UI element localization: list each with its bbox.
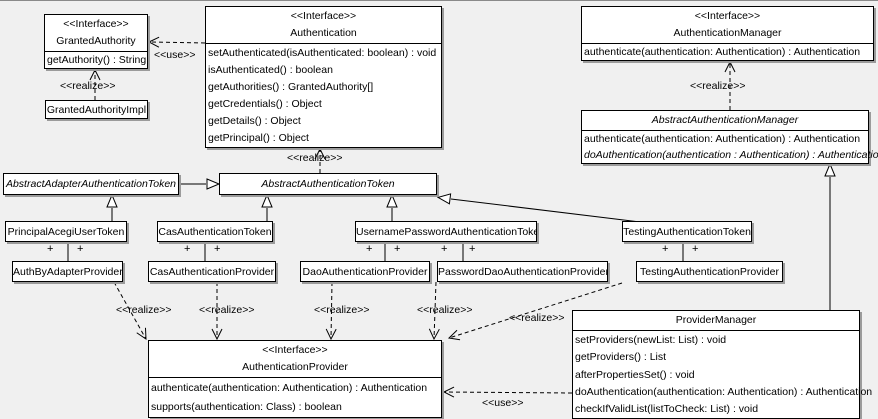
stereotype-label: <<Interface>> [694,10,761,22]
class-name: CasAuthenticationToken [158,225,272,238]
method: authenticate(authentication: Authenticat… [584,46,861,58]
class-name: AbstractAuthenticationManager [651,114,799,126]
class-name: CasAuthenticationProvider [149,265,275,278]
class-name: AuthenticationManager [673,27,782,39]
class-name: AuthenticationProvider [242,361,348,373]
method-list: getAuthority() : String [45,52,147,68]
class-name: TestingAuthenticationProvider [640,265,779,278]
class-name: ProviderManager [675,314,757,326]
plus-label: + [366,243,373,255]
method-list: authenticate(authentication: Authenticat… [582,131,878,163]
realize-label: <<realize>> [287,152,343,164]
class-authentication-provider[interactable]: <<Interface>> AuthenticationProvider aut… [148,340,442,418]
use-provider-manager-to-authentication-provider [444,392,573,393]
class-name: AbstractAuthenticationToken [261,178,395,190]
plus-label: + [184,243,191,255]
method: authenticate(authentication: Authenticat… [151,381,428,394]
class-name: GrantedAuthorityImpl [46,104,147,116]
class-abstract-adapter-authentication-token[interactable]: AbstractAdapterAuthenticationToken [3,173,179,195]
class-testing-authentication-token[interactable]: TestingAuthenticationToken [622,221,752,242]
realize-label: <<realize>> [314,304,370,316]
use-label: <<use>> [482,397,524,409]
method: afterPropertiesSet() : void [575,368,695,381]
method-list: authenticate(authentication: Authenticat… [582,44,873,60]
method: isAuthenticated() : boolean [208,63,333,76]
method-list: setProviders(newList: List) : void getPro… [573,331,873,418]
method: getPrincipal() : Object [208,132,309,145]
method-list: setAuthenticated(isAuthenticated: boolea… [206,44,441,147]
method: getDetails() : Object [208,115,301,128]
method: setAuthenticated(isAuthenticated: boolea… [208,46,437,59]
class-username-password-authentication-token[interactable]: UsernamePasswordAuthenticationToken [355,221,537,242]
plus-label: + [214,243,221,255]
class-name: UsernamePasswordAuthenticationToken [356,225,536,238]
class-auth-by-adapter-provider[interactable]: AuthByAdapterProvider [12,261,123,282]
realize-label: <<realize>> [116,304,172,316]
plus-label: + [662,243,669,255]
class-testing-authentication-provider[interactable]: TestingAuthenticationProvider [636,261,783,282]
class-granted-authority-impl[interactable]: GrantedAuthorityImpl [45,100,148,119]
class-cas-authentication-token[interactable]: CasAuthenticationToken [157,221,273,242]
gen-testing-token-to-abstract-token [451,199,641,223]
class-authentication-manager[interactable]: <<Interface>> AuthenticationManager auth… [581,6,874,61]
class-name: AuthByAdapterProvider [13,265,122,278]
method: getAuthority() : String [47,54,147,66]
method: doAuthentication(authentication : Authen… [584,149,878,161]
realize-label: <<realize>> [417,304,473,316]
class-name: GrantedAuthority [56,35,136,47]
class-name: DaoAuthenticationProvider [302,265,428,278]
class-name: TestingAuthenticationToken [623,225,751,238]
method: getCredentials() : Object [208,98,322,111]
stereotype-label: <<Interface>> [262,344,328,356]
class-name: PrincipalAcegiUserToken [7,225,125,238]
class-dao-authentication-provider[interactable]: DaoAuthenticationProvider [300,261,430,282]
use-authentication-to-granted-authority [149,42,206,43]
class-granted-authority[interactable]: <<Interface>> GrantedAuthority getAuthor… [44,14,148,69]
class-name: Authentication [290,27,357,39]
class-abstract-authentication-token[interactable]: AbstractAuthenticationToken [219,173,437,195]
method-list: authenticate(authentication: Authenticat… [149,378,441,417]
plus-label: + [692,243,699,255]
realize-label: <<realize>> [199,304,255,316]
method: authenticate(authentication: Authenticat… [584,133,861,145]
realize-label: <<realize>> [509,312,565,324]
class-name: PasswordDaoAuthenticationProvider [438,265,607,278]
plus-label: + [47,243,54,255]
use-label: <<use>> [154,49,196,61]
method: getAuthorities() : GrantedAuthority[] [208,80,374,93]
plus-label: + [394,243,401,255]
class-name: AbstractAdapterAuthenticationToken [5,178,177,190]
method: checkIfValidList(listToCheck: List) : vo… [575,403,759,416]
method: getProviders() : List [575,351,667,364]
stereotype-label: <<Interface>> [290,10,357,22]
realize-label: <<realize>> [690,80,746,92]
plus-label: + [441,243,448,255]
method: doAuthentication(authentication: Authent… [575,385,873,398]
class-provider-manager[interactable]: ProviderManager setProviders(newList: Li… [572,310,873,419]
stereotype-label: <<Interface>> [63,18,129,30]
method: supports(authentication: Class) : boolea… [151,401,342,414]
realize-label: <<realize>> [60,80,116,92]
class-principal-acegi-user-token[interactable]: PrincipalAcegiUserToken [5,221,127,242]
class-abstract-authentication-manager[interactable]: AbstractAuthenticationManager authentica… [581,110,878,164]
class-cas-authentication-provider[interactable]: CasAuthenticationProvider [148,261,276,282]
class-authentication[interactable]: <<Interface>> Authentication setAuthenti… [205,6,442,148]
plus-label: + [77,243,84,255]
method: setProviders(newList: List) : void [575,333,727,346]
class-password-dao-authentication-provider[interactable]: PasswordDaoAuthenticationProvider [437,261,608,282]
plus-label: + [469,243,476,255]
